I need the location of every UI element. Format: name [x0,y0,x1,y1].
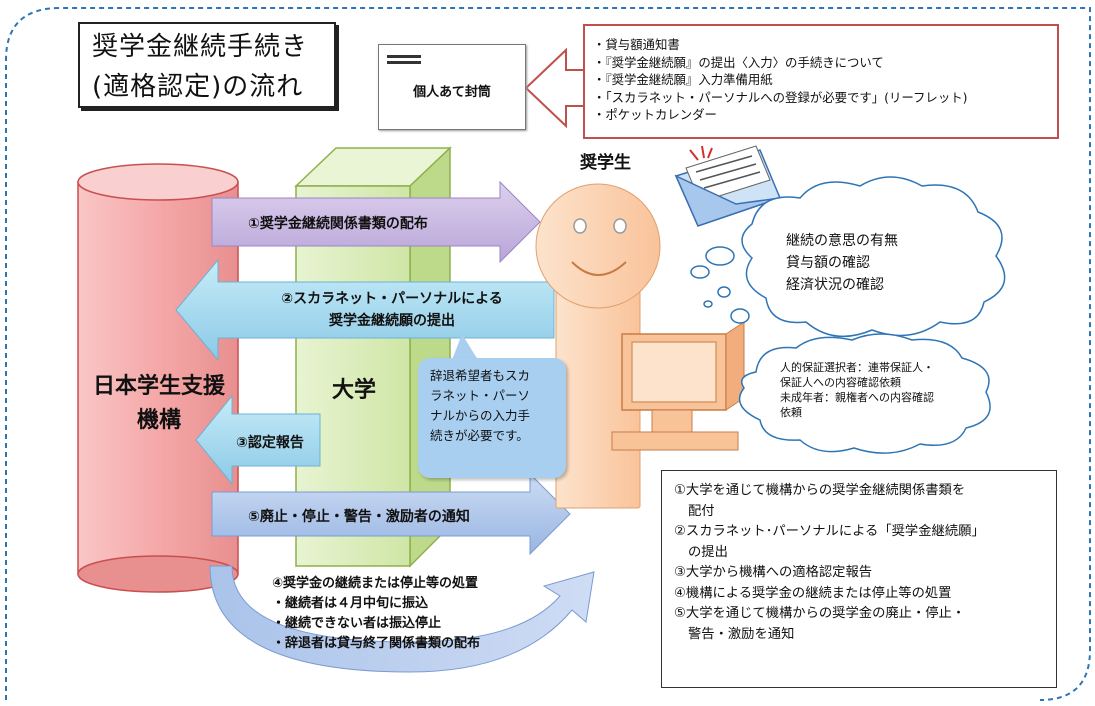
distribution-arrow [211,180,541,264]
organization-label-line-2: 機構 [136,408,181,433]
document-item: ・『奨学金継続願』の提出〈入力〉の手続きについて [593,54,884,70]
thought-cloud [690,176,1006,338]
small-cloud [738,333,991,454]
step-line: ①大学を通じて機構からの奨学金継続関係書類を [674,483,966,498]
small-cloud-line: 保証人への内容確認依頼 [780,376,901,389]
submission-label-line-2: 奨学金継続願の提出 [329,313,455,329]
step-line: ③大学から機構への適格認定報告 [674,565,873,580]
processing-item: ・辞退者は貸与終了関係書類の配布 [272,636,481,651]
document-item: ・「スカラネット・パーソナルへの登録が必要です」(リーフレット) [593,89,968,105]
submission-arrow [175,258,555,362]
organization-cylinder [77,163,239,593]
thought-line: 貸与額の確認 [786,255,870,271]
note-line: 続きが必要です。 [430,428,529,443]
document-item: ・『奨学金継続願』入力準備用紙 [593,72,773,87]
envelope-mark [387,55,421,58]
report-arrow [195,394,321,486]
documents-list: ・貸与額通知書 ・『奨学金継続願』の提出〈入力〉の手続きについて ・『奨学金継続… [583,24,1059,139]
processing-curved-arrow [209,565,595,673]
title-line-2: (適格認定)の流れ [92,72,304,102]
notification-arrow [211,472,571,556]
personal-envelope: 個人あて封筒 [378,44,526,130]
step-continuation: 警告・激励を通知 [688,626,795,642]
processing-item: ・継続できない者は振込停止 [272,616,442,631]
submission-arrow-label: ②スカラネット・パーソナルによる 奨学金継続願の提出 [242,288,542,332]
distribution-arrow-label: ①奨学金継続関係書類の配布 [248,216,428,232]
envelope-label: 個人あて封筒 [413,85,491,100]
small-cloud-line: 人的保証選択者：連帯保証人・ [780,361,934,374]
open-envelope-icon [674,145,782,227]
withdrawal-note: 辞退希望者もスカ ラネット・パーソ ナルからの入力手 続きが必要です。 [418,358,566,478]
university-label: 大学 [332,378,377,403]
report-arrow-label: ③認定報告 [236,435,304,451]
thought-cloud-text: 継続の意思の有無 貸与額の確認 経済状況の確認 [786,230,898,296]
notification-arrow-label: ⑤廃止・停止・警告・激励者の通知 [248,509,470,525]
note-line: ナルからの入力手 [430,408,531,423]
organization-label-line-1: 日本学生支援 [92,374,225,399]
student-label: 奨学生 [580,153,631,173]
processing-item: ・継続者は４月中旬に振込 [272,596,429,611]
diagram-title: 奨学金継続手続き (適格認定)の流れ [78,22,336,108]
steps-summary: ①大学を通じて機構からの奨学金継続関係書類を 配付 ②スカラネット･パーソナルに… [661,470,1057,688]
processing-text: ④奨学金の継続または停止等の処置 ・継続者は４月中旬に振込 ・継続できない者は振… [272,574,480,654]
small-cloud-text: 人的保証選択者：連帯保証人・ 保証人への内容確認依頼 未成年者：親権者への内容確… [780,360,934,420]
envelope-mark [387,61,421,64]
step-line: ②スカラネット･パーソナルによる「奨学金継続願」 [674,524,985,539]
note-line: ラネット・パーソ [430,388,531,403]
computer-icon [611,321,745,451]
submission-label-line-1: ②スカラネット・パーソナルによる [281,291,503,307]
documents-arrow [524,47,589,129]
dashed-frame [5,7,1091,701]
document-item: ・貸与額通知書 [593,37,680,52]
document-item: ・ポケットカレンダー [593,107,717,122]
step-continuation: の提出 [688,544,728,560]
title-line-1: 奨学金継続手続き [92,32,309,62]
thought-line: 経済状況の確認 [786,277,884,293]
step-line: ⑤大学を通じて機構からの奨学金の廃止・停止・ [674,606,966,621]
small-cloud-line: 未成年者：親権者への内容確認 [780,391,934,404]
step-continuation: 配付 [688,503,715,519]
small-cloud-line: 依頼 [780,406,802,419]
note-bubble-tail [452,334,478,360]
thought-line: 継続の意思の有無 [786,233,898,249]
step-line: ④機構による奨学金の継続または停止等の処置 [674,585,952,601]
note-line: 辞退希望者もスカ [430,368,531,383]
organization-label: 日本学生支援 機構 [92,370,226,438]
processing-title: ④奨学金の継続または停止等の処置 [272,576,479,591]
